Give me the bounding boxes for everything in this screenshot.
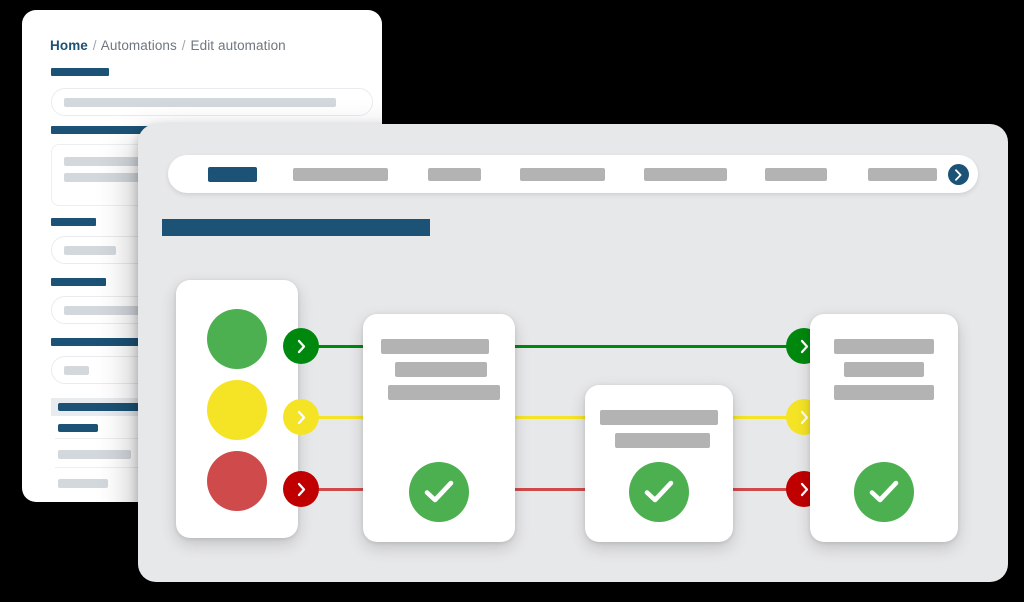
step-card-1[interactable] — [363, 314, 515, 542]
nav-tab-3[interactable] — [428, 168, 481, 181]
list-header-cell — [58, 403, 151, 411]
form-label-3 — [51, 218, 96, 226]
nav-tab-4[interactable] — [520, 168, 605, 181]
check-icon — [644, 480, 674, 503]
page-title-placeholder — [162, 219, 430, 236]
step-card-3-line-1 — [834, 339, 934, 354]
automation-builder-panel — [138, 124, 1008, 582]
step-card-3-line-2 — [844, 362, 924, 377]
form-input-1-placeholder — [64, 98, 336, 107]
step-card-3[interactable] — [810, 314, 958, 542]
chevron-right-icon — [955, 168, 962, 181]
trigger-status-card[interactable] — [176, 280, 298, 538]
chevron-right-icon — [800, 339, 808, 353]
form-label-1 — [51, 68, 109, 76]
chevron-right-icon — [297, 410, 305, 424]
nav-tab-active[interactable] — [208, 167, 257, 182]
form-label-5 — [51, 338, 169, 346]
breadcrumb-automations-link[interactable]: Automations — [100, 38, 177, 53]
form-label-2 — [51, 126, 154, 134]
list-row-2-cell — [58, 479, 108, 488]
form-input-3-placeholder — [64, 246, 116, 255]
chevron-right-icon — [800, 482, 808, 496]
nav-next-button[interactable] — [948, 164, 969, 185]
breadcrumb-separator-2: / — [181, 38, 186, 53]
connector-line-yellow — [318, 416, 838, 419]
nav-tab-2[interactable] — [293, 168, 388, 181]
top-navigation-bar — [168, 155, 978, 193]
nav-tab-7[interactable] — [868, 168, 937, 181]
list-subheader-cell — [58, 424, 98, 432]
nav-tab-6[interactable] — [765, 168, 827, 181]
check-icon — [424, 480, 454, 503]
connector-node-red-left[interactable] — [283, 471, 319, 507]
form-input-4-placeholder — [64, 306, 159, 315]
step-card-2-line-1 — [600, 410, 718, 425]
automation-flow-canvas — [138, 124, 1008, 582]
step-card-1-check — [409, 462, 469, 522]
step-card-1-line-1 — [381, 339, 489, 354]
step-card-3-line-3 — [834, 385, 934, 400]
status-light-yellow[interactable] — [207, 380, 267, 440]
connector-node-green-left[interactable] — [283, 328, 319, 364]
check-icon — [869, 480, 899, 503]
breadcrumb-separator-1: / — [92, 38, 97, 53]
form-input-5-placeholder — [64, 366, 89, 375]
step-card-2-line-2 — [615, 433, 710, 448]
form-input-1[interactable] — [51, 88, 373, 116]
chevron-right-icon — [800, 410, 808, 424]
connector-line-red — [318, 488, 838, 491]
step-card-2-check — [629, 462, 689, 522]
step-card-1-line-3 — [388, 385, 500, 400]
step-card-3-check — [854, 462, 914, 522]
connector-line-green — [318, 345, 838, 348]
form-label-4 — [51, 278, 106, 286]
connector-node-yellow-left[interactable] — [283, 399, 319, 435]
breadcrumb-current-page: Edit automation — [190, 38, 286, 53]
chevron-right-icon — [297, 482, 305, 496]
step-card-1-line-2 — [395, 362, 487, 377]
breadcrumb: Home / Automations / Edit automation — [50, 38, 286, 53]
status-light-red[interactable] — [207, 451, 267, 511]
chevron-right-icon — [297, 339, 305, 353]
breadcrumb-home-link[interactable]: Home — [50, 38, 88, 53]
status-light-green[interactable] — [207, 309, 267, 369]
nav-tab-5[interactable] — [644, 168, 727, 181]
step-card-2[interactable] — [585, 385, 733, 542]
list-row-1-cell — [58, 450, 131, 459]
